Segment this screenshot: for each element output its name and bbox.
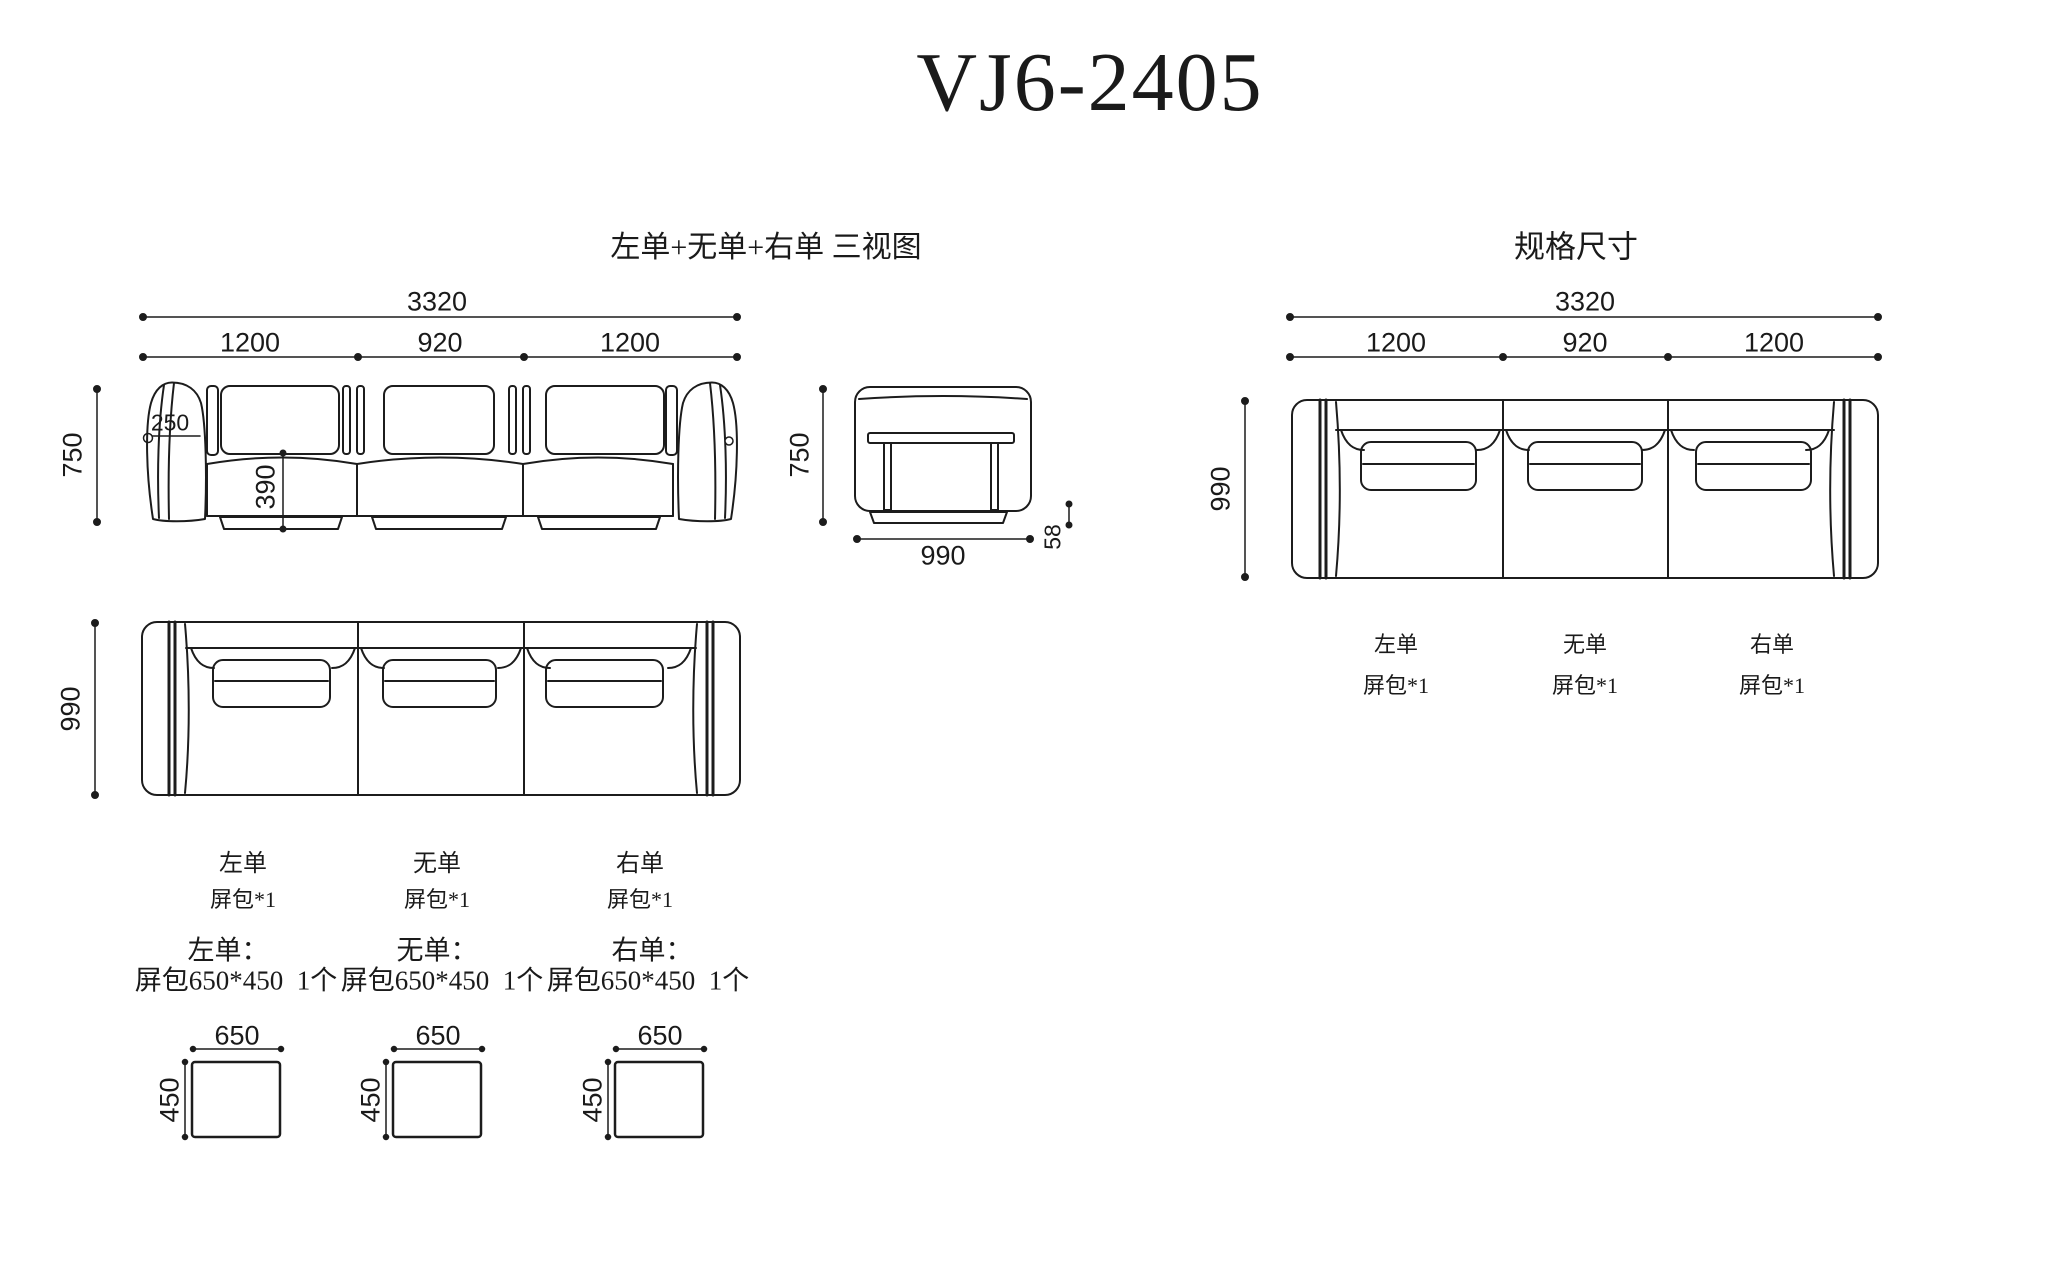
back-cushion-1 <box>220 385 340 455</box>
front-right-armrest <box>677 381 738 523</box>
dim-side-height: 750 <box>784 432 815 478</box>
top-pillow-2 <box>382 659 497 708</box>
dim-spec-depth: 990 <box>1205 466 1236 512</box>
dim-spec-section-3: 1200 <box>1743 327 1805 358</box>
pillow-3-width: 650 <box>637 1020 683 1051</box>
dim-side-depth: 990 <box>920 540 966 571</box>
pillow-piece-drawings <box>181 1045 708 1141</box>
spec-pillow-1 <box>1360 441 1477 491</box>
spec-pack-label-right: 屏包*1 <box>1738 673 1806 698</box>
top-view-outline <box>141 621 741 796</box>
pack-label-middle: 屏包*1 <box>403 887 471 912</box>
dim-front-height: 750 <box>57 432 88 478</box>
top-pillow-3 <box>545 659 664 708</box>
pack-label-left: 屏包*1 <box>209 887 277 912</box>
spec-pack-label-middle: 屏包*1 <box>1551 673 1619 698</box>
note-detail-right: 屏包650*450 1个 <box>546 965 750 996</box>
pillow-piece-3 <box>613 1060 705 1139</box>
spec-section-label-right: 右单 <box>1749 632 1795 657</box>
dim-top-depth: 990 <box>55 686 86 732</box>
spec-pillow-3 <box>1695 441 1812 491</box>
three-view-heading: 左单+无单+右单 三视图 <box>610 231 922 264</box>
pillow-3-height: 450 <box>577 1077 608 1123</box>
pillow-1-height: 450 <box>154 1077 185 1123</box>
side-view-plinth <box>869 511 1008 524</box>
note-head-right: 右单： <box>611 935 693 966</box>
back-cushion-2 <box>383 385 495 455</box>
side-view-drawing <box>819 385 1073 543</box>
back-cushion-3 <box>545 385 665 455</box>
dim-seat-height: 390 <box>250 464 281 510</box>
dim-spec-section-1: 1200 <box>1365 327 1427 358</box>
pillow-piece-1 <box>190 1060 282 1139</box>
note-detail-middle: 屏包650*450 1个 <box>340 965 544 996</box>
dim-spec-total: 3320 <box>1554 286 1616 317</box>
spec-section-label-left: 左单 <box>1373 632 1419 657</box>
spec-pack-label-left: 屏包*1 <box>1362 673 1430 698</box>
front-left-armrest <box>146 381 207 523</box>
section-label-right: 右单 <box>616 851 664 877</box>
dim-front-section-3: 1200 <box>599 327 661 358</box>
armrest-button <box>724 436 734 446</box>
spec-heading: 规格尺寸 <box>1514 229 1638 265</box>
section-label-left: 左单 <box>219 851 267 877</box>
dim-front-section-1: 1200 <box>219 327 281 358</box>
spec-top-view-outline <box>1291 399 1879 579</box>
section-label-middle: 无单 <box>413 851 461 877</box>
dim-front-section-2: 920 <box>417 327 463 358</box>
pack-label-right: 屏包*1 <box>606 887 674 912</box>
top-view-drawing <box>91 619 741 799</box>
note-detail-left: 屏包650*450 1个 <box>134 965 338 996</box>
note-head-left: 左单： <box>187 935 269 966</box>
top-pillow-1 <box>212 659 331 708</box>
front-view-drawing <box>146 381 738 530</box>
dim-front-total: 3320 <box>406 286 468 317</box>
side-view-body <box>854 386 1032 512</box>
note-head-middle: 无单： <box>396 935 478 966</box>
spec-top-view-drawing <box>1241 313 1882 581</box>
pillow-2-width: 650 <box>415 1020 461 1051</box>
spec-section-label-middle: 无单 <box>1562 632 1608 657</box>
drawing-title: VJ6-2405 <box>916 36 1264 129</box>
pillow-1-width: 650 <box>214 1020 260 1051</box>
pillow-2-height: 450 <box>355 1077 386 1123</box>
spec-pillow-2 <box>1527 441 1643 491</box>
dim-armrest-width: 250 <box>150 409 190 436</box>
front-view-dimension-lines <box>93 313 741 533</box>
pillow-piece-2 <box>391 1060 483 1139</box>
dim-spec-section-2: 920 <box>1562 327 1608 358</box>
dim-side-plinth: 58 <box>1039 524 1066 550</box>
